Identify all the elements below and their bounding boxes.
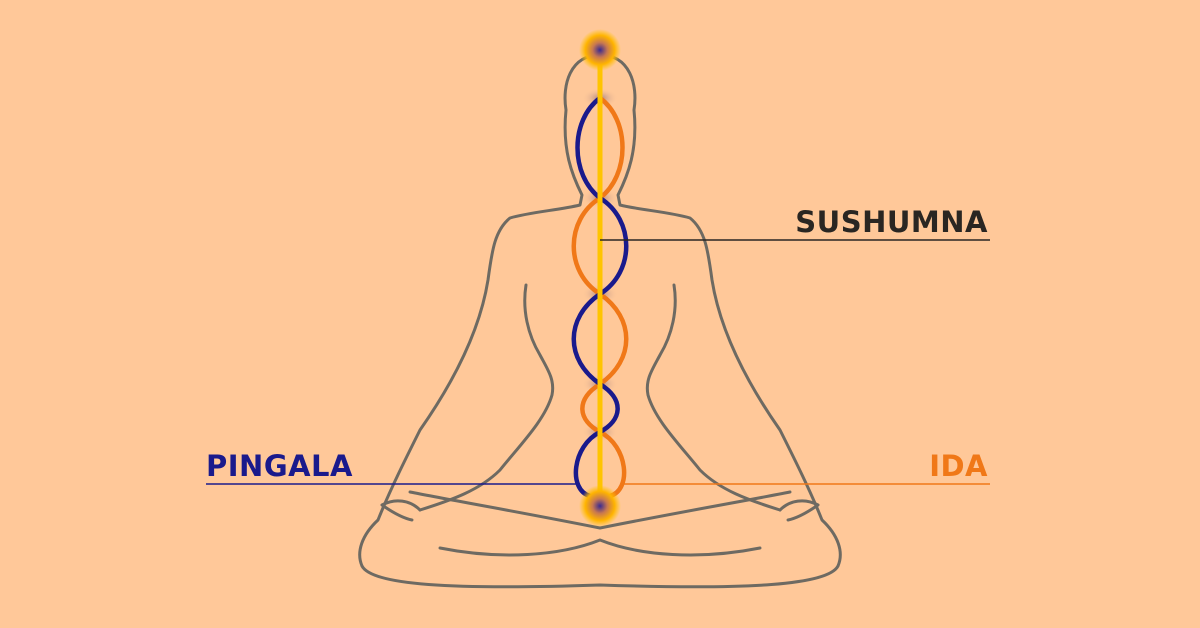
body-outline	[358, 53, 842, 589]
legs-inner-outline	[438, 538, 762, 557]
right-hand-outline	[778, 499, 820, 522]
pingala-label: PINGALA	[206, 449, 353, 483]
left-arm-outline	[418, 283, 555, 512]
root-chakra	[579, 485, 621, 527]
legs-outline	[408, 490, 792, 530]
right-arm-outline	[645, 283, 782, 512]
ida-label: IDA	[929, 449, 988, 483]
sushumna-label: SUSHUMNA	[795, 205, 988, 239]
head-outline	[358, 53, 842, 589]
crown-chakra	[579, 29, 621, 71]
left-hand-outline	[380, 499, 422, 522]
